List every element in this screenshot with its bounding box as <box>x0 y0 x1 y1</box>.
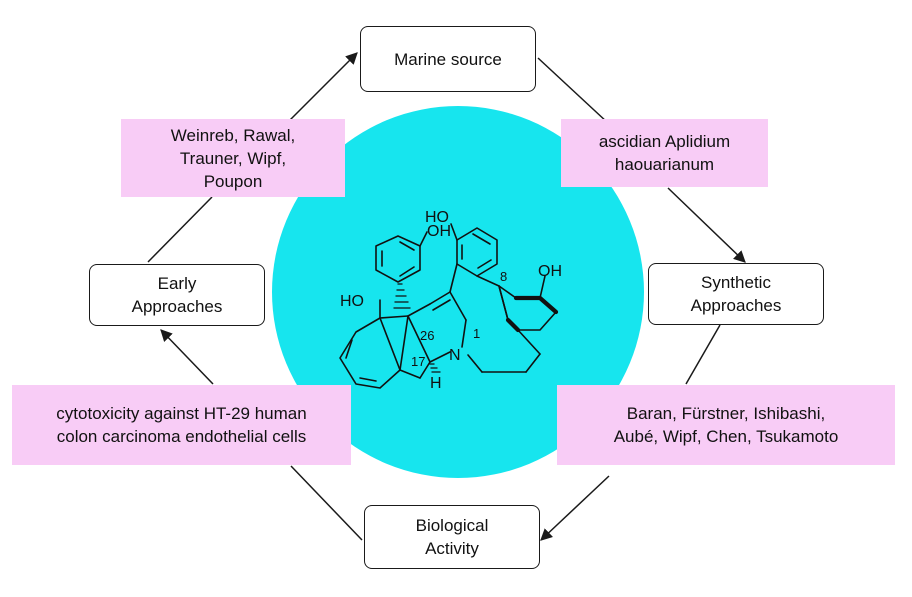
note-early-groups: Weinreb, Rawal, Trauner, Wipf, Poupon <box>121 119 345 197</box>
note-synthetic-groups: Baran, Fürstner, Ishibashi, Aubé, Wipf, … <box>557 385 895 465</box>
label-oh-right: OH <box>538 263 562 280</box>
arrow-marine-to-synthetic <box>537 57 609 124</box>
arrow-into-synthetic <box>667 187 746 263</box>
label-oh-top: HO <box>425 209 449 226</box>
label-hydrogen: H <box>430 375 442 392</box>
arrow-into-early <box>160 329 214 385</box>
label-c26: 26 <box>420 328 434 343</box>
note-bioactivity: cytotoxicity against HT-29 human colon c… <box>12 385 351 465</box>
molecule-labels: HO OH OH HO N H 26 17 1 8 <box>340 209 562 392</box>
label-c8: 8 <box>500 269 507 284</box>
label-oh-left: HO <box>340 293 364 310</box>
node-marine-source: Marine source <box>360 26 536 92</box>
arrow-early-to-groups <box>147 196 213 263</box>
cycle-arrows <box>147 52 746 541</box>
label-c17: 17 <box>411 354 425 369</box>
arrow-into-marine <box>287 52 358 123</box>
node-biological-activity: Biological Activity <box>364 505 540 569</box>
note-source-organism: ascidian Aplidium haouarianum <box>561 119 768 187</box>
arrow-bio-to-cytotox <box>290 465 363 541</box>
label-nitrogen: N <box>449 347 461 364</box>
node-early-approaches: Early Approaches <box>89 264 265 326</box>
arrow-synthetic-to-bio <box>685 324 721 385</box>
label-c1: 1 <box>473 326 480 341</box>
molecule-structure <box>339 223 559 389</box>
arrow-into-bio <box>540 475 610 541</box>
label-oh-upper-phenol: OH <box>427 223 451 240</box>
node-synthetic-approaches: Synthetic Approaches <box>648 263 824 325</box>
